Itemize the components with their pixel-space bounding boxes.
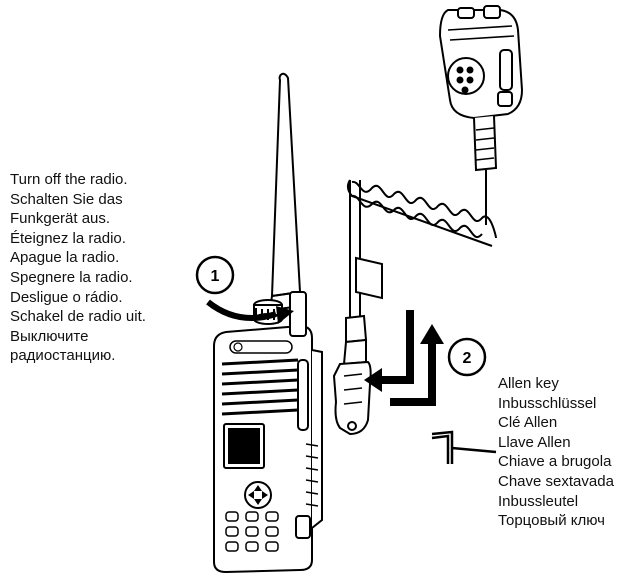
instruction-line: Выключите <box>10 327 89 345</box>
instruction-line: Schalten Sie das <box>10 190 123 208</box>
radio-body <box>213 291 323 574</box>
cord-clip <box>355 256 383 300</box>
tool-name-line: Chave sextavada <box>498 472 614 490</box>
step-2-number: 2 <box>463 350 472 367</box>
tool-name-line: Chiave a brugola <box>498 453 612 471</box>
instruction-line: Apague la radio. <box>10 249 120 267</box>
instruction-line: Éteignez la radio. <box>10 229 126 247</box>
coiled-cord <box>346 170 497 320</box>
instruction-turn-off-radio: Turn off the radio. Schalten Sie das Fun… <box>10 170 200 366</box>
tool-name-line: Allen key <box>498 375 559 392</box>
instruction-line: Turn off the radio. <box>10 171 128 188</box>
rotate-knob-arrow <box>206 299 294 324</box>
antenna <box>268 72 304 312</box>
instruction-line: Schakel de radio uit. <box>10 308 146 326</box>
tool-name-line: Llave Allen <box>498 433 571 451</box>
step-1-badge: 1 <box>195 255 235 295</box>
accessory-connector <box>332 314 372 436</box>
tool-name-line: Clé Allen <box>498 414 558 432</box>
instruction-line: радиостанцию. <box>10 347 116 365</box>
step-1-number: 1 <box>211 268 220 285</box>
instruction-line: Desligue o rádio. <box>10 288 123 306</box>
tool-name-line: Торцовый ключ <box>498 512 605 530</box>
tool-name-line: Inbussleutel <box>498 492 579 510</box>
attach-connector-arrow <box>364 310 444 406</box>
remote-speaker-microphone <box>438 5 524 172</box>
step-2-badge: 2 <box>447 337 487 377</box>
instruction-line: Funkgerät aus. <box>10 210 111 228</box>
tool-name-line: Inbusschlüssel <box>498 394 597 412</box>
allen-key-icon <box>431 430 497 464</box>
instruction-line: Spegnere la radio. <box>10 268 133 286</box>
tool-label-allen-key: Allen key Inbusschlüssel Clé Allen Llave… <box>498 374 638 531</box>
